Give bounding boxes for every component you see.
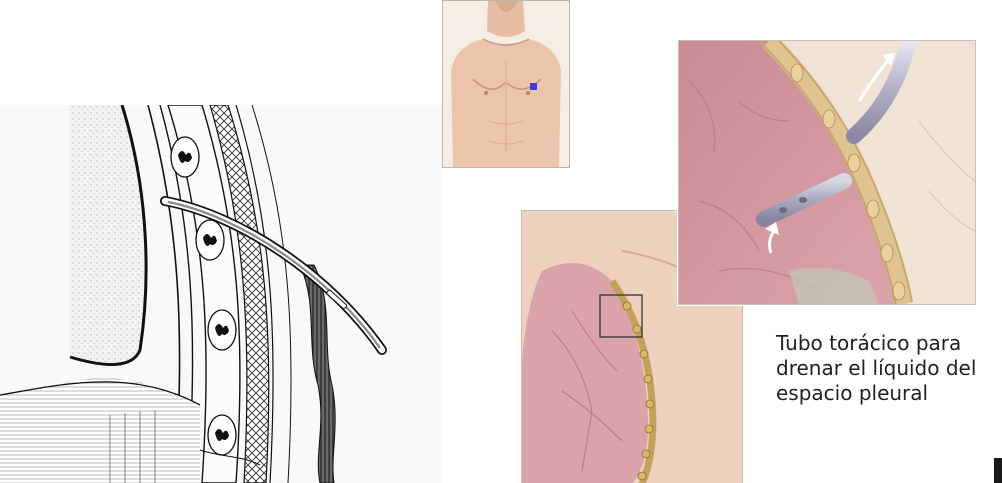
- zoomed-tube-detail: [678, 40, 976, 305]
- edge-fragment: [994, 458, 1002, 483]
- torso-thumbnail: [442, 0, 570, 168]
- insertion-site-marker: [530, 83, 537, 90]
- caption-text: Tubo torácico para drenar el líquido del…: [776, 331, 1002, 406]
- lung-shape: [70, 105, 146, 366]
- chest-wall-line-diagram: [0, 105, 442, 483]
